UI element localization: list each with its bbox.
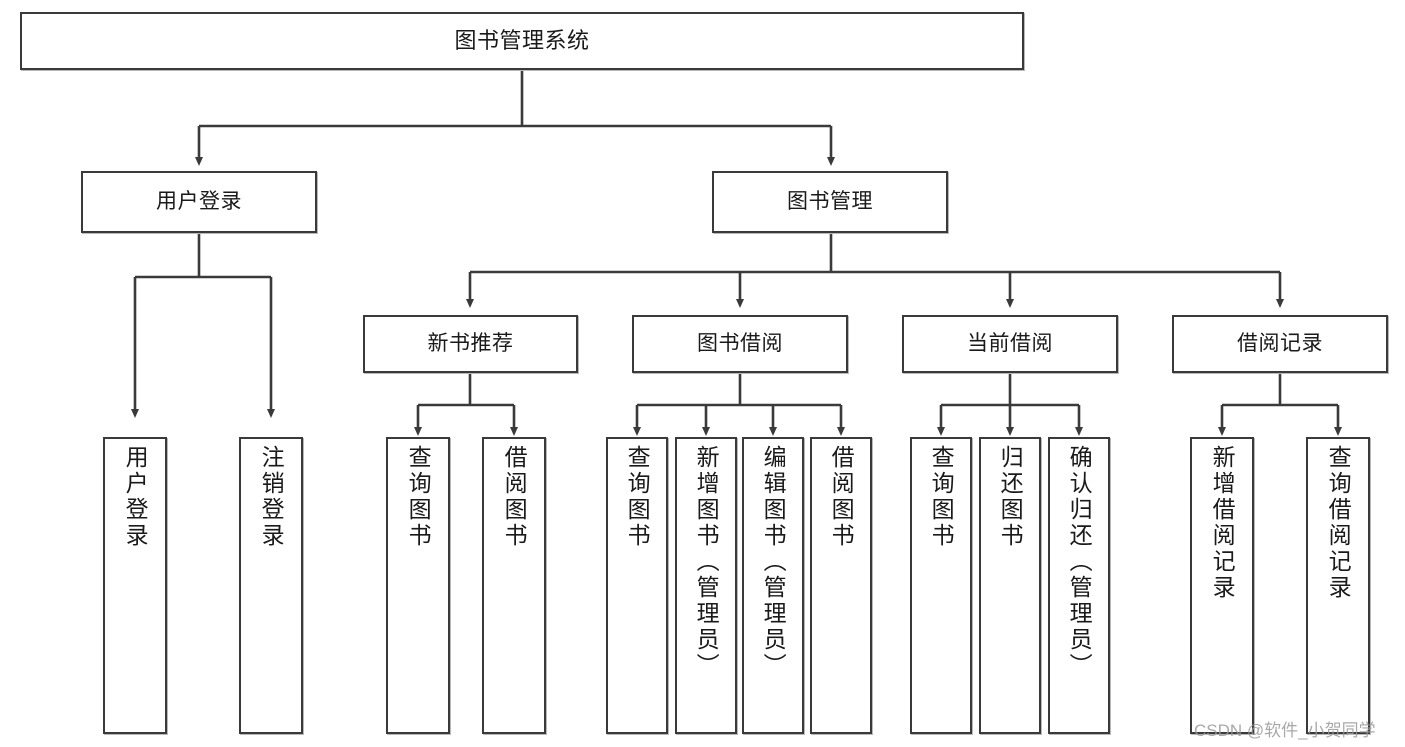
node-book-borrow[interactable]: 图书借阅	[632, 315, 848, 373]
leaf-current-confirm-return-label: 确认归还（管理员）	[1066, 445, 1093, 679]
leaf-borrow-add-book-label: 新增图书（管理员）	[693, 445, 720, 679]
leaf-new-book-borrow-label: 借阅图书	[501, 445, 528, 549]
leaf-current-return-book-label: 归还图书	[997, 445, 1024, 549]
leaf-new-book-query-label: 查询图书	[405, 445, 432, 549]
leaf-user-login-signout-label: 注销登录	[258, 445, 285, 549]
leaf-new-book-query[interactable]: 查询图书	[386, 437, 450, 734]
leaf-borrow-borrow-book-label: 借阅图书	[828, 445, 855, 549]
leaf-user-login-signin[interactable]: 用户登录	[103, 437, 167, 734]
node-new-book-recommend-label: 新书推荐	[427, 332, 514, 356]
leaf-records-query[interactable]: 查询借阅记录	[1306, 437, 1370, 734]
leaf-borrow-query-book[interactable]: 查询图书	[606, 437, 668, 734]
leaf-new-book-borrow[interactable]: 借阅图书	[482, 437, 546, 734]
leaf-records-query-label: 查询借阅记录	[1325, 445, 1352, 601]
watermark: CSDN @软件_小贺同学	[1194, 721, 1376, 740]
node-current-borrow[interactable]: 当前借阅	[902, 315, 1118, 373]
leaf-records-add[interactable]: 新增借阅记录	[1190, 437, 1254, 734]
node-book-management-label: 图书管理	[787, 190, 873, 214]
leaf-borrow-borrow-book[interactable]: 借阅图书	[810, 437, 872, 734]
node-user-login[interactable]: 用户登录	[81, 171, 317, 233]
leaf-borrow-add-book[interactable]: 新增图书（管理员）	[675, 437, 737, 734]
leaf-user-login-signout[interactable]: 注销登录	[239, 437, 303, 734]
leaf-borrow-edit-book[interactable]: 编辑图书（管理员）	[742, 437, 804, 734]
leaf-user-login-signin-label: 用户登录	[122, 445, 149, 549]
leaf-records-add-label: 新增借阅记录	[1209, 445, 1236, 601]
leaf-borrow-edit-book-label: 编辑图书（管理员）	[760, 445, 787, 679]
leaf-current-return-book[interactable]: 归还图书	[979, 437, 1041, 734]
leaf-current-query-book-label: 查询图书	[928, 445, 955, 549]
node-user-login-label: 用户登录	[156, 190, 242, 214]
node-current-borrow-label: 当前借阅	[967, 332, 1053, 356]
node-root-label: 图书管理系统	[454, 27, 590, 53]
node-new-book-recommend[interactable]: 新书推荐	[363, 315, 578, 373]
node-book-borrow-label: 图书借阅	[697, 332, 783, 356]
leaf-current-query-book[interactable]: 查询图书	[910, 437, 972, 734]
leaf-borrow-query-book-label: 查询图书	[624, 445, 651, 549]
node-borrow-records[interactable]: 借阅记录	[1172, 315, 1388, 373]
leaf-current-confirm-return[interactable]: 确认归还（管理员）	[1048, 437, 1110, 734]
node-root[interactable]: 图书管理系统	[20, 12, 1024, 70]
node-book-management[interactable]: 图书管理	[712, 171, 948, 233]
node-borrow-records-label: 借阅记录	[1237, 332, 1323, 356]
